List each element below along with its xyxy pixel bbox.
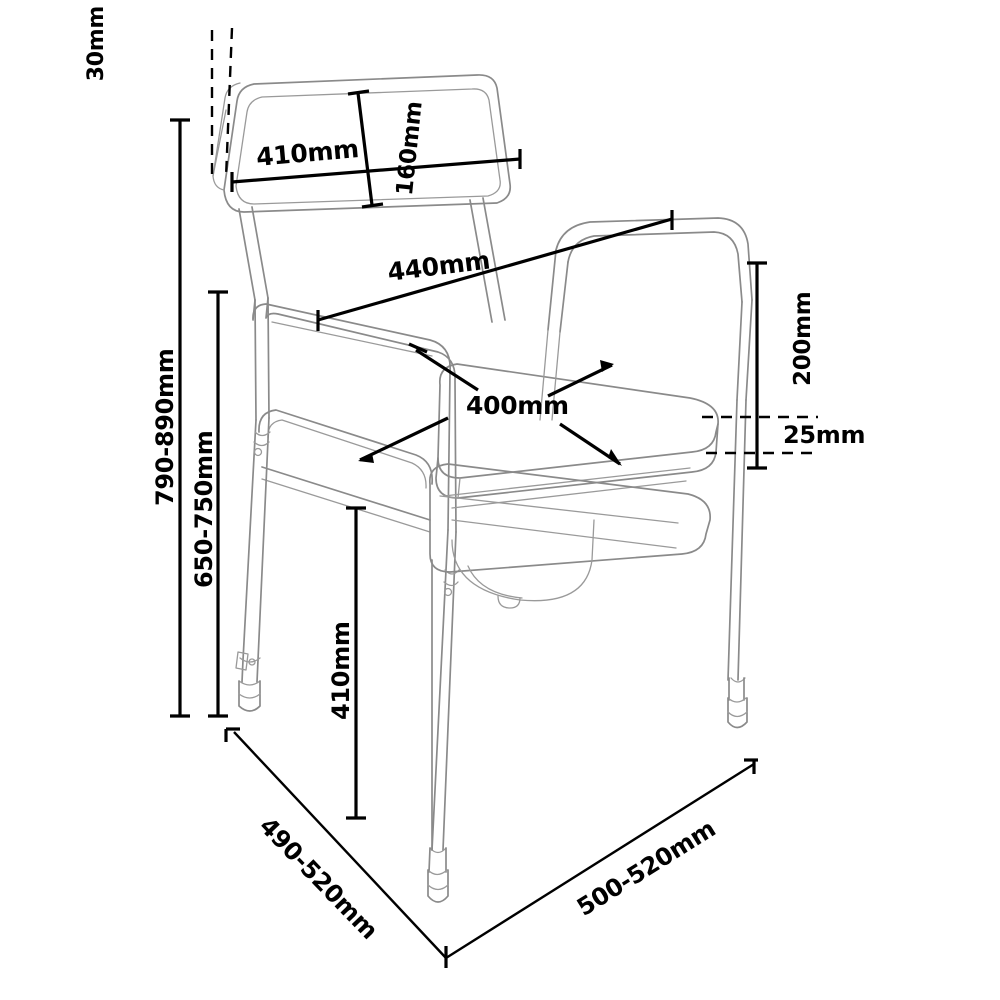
dim-label-armrest-height: 650-750mm	[190, 430, 218, 588]
dim-overall-height	[170, 118, 190, 718]
seat-pad	[435, 363, 719, 509]
seat-surround	[428, 463, 711, 573]
dim-seat-depth	[358, 360, 614, 463]
dim-label-overall-height: 790-890mm	[151, 348, 179, 506]
dim-seat-height	[346, 506, 366, 820]
dim-label-seat-size: 400mm	[466, 391, 569, 420]
dim-seat-thickness	[702, 415, 818, 455]
dim-armrest-height	[208, 290, 228, 718]
front-right-leg	[727, 399, 748, 729]
dim-label-backrest-gap: 30mm	[84, 6, 109, 82]
left-arm-frame	[252, 297, 457, 533]
dim-label-seat-thickness: 25mm	[783, 421, 866, 449]
backrest-posts	[238, 197, 506, 323]
dim-base-width	[445, 758, 758, 960]
dim-seat-width	[408, 342, 622, 466]
commode-pan	[451, 519, 595, 609]
right-arm-frame	[547, 217, 753, 401]
rear-left-leg	[235, 417, 271, 712]
dim-armrest-span	[316, 210, 674, 331]
dim-armrest-above-seat	[747, 261, 767, 470]
backrest-pad	[212, 74, 512, 213]
dim-label-seat-height: 410mm	[327, 621, 355, 720]
front-left-leg	[427, 529, 460, 903]
dim-base-depth	[224, 727, 448, 968]
dim-label-armrest-above-seat: 200mm	[790, 291, 816, 386]
dim-backrest-width	[230, 149, 522, 192]
dim-backrest-gap	[210, 27, 234, 179]
dim-backrest-height	[347, 89, 384, 209]
rear-right-leg	[539, 329, 561, 421]
